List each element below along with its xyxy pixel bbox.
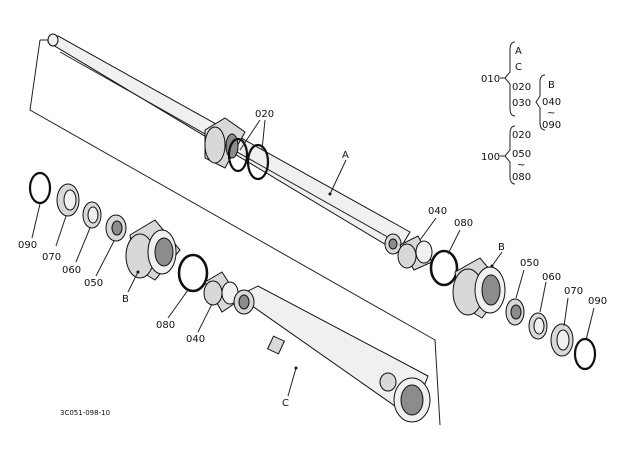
- label-060-left: 060: [62, 265, 81, 276]
- bushing-040-right: [397, 235, 433, 271]
- label-080-right: 080: [454, 218, 473, 229]
- label-060-right: 060: [542, 272, 561, 283]
- cylinder-tube-c: [233, 285, 431, 423]
- gland-b-left: [125, 219, 181, 281]
- kit-tilde-1: ~: [547, 108, 555, 119]
- seal-020-rings: [227, 137, 270, 181]
- label-a-rod: A: [342, 150, 349, 161]
- kit-040: 040: [542, 97, 561, 108]
- leader-lines: [31, 119, 595, 397]
- kit-030: 030: [512, 98, 531, 109]
- label-070-left: 070: [42, 252, 61, 263]
- kit-b: B: [548, 80, 555, 91]
- left-seal-stack: [28, 171, 127, 242]
- kit-tilde-2: ~: [517, 160, 525, 171]
- kit-050: 050: [512, 149, 531, 160]
- kit-010: 010: [481, 74, 500, 85]
- label-b-left: B: [122, 294, 129, 305]
- o-ring-080-left: [177, 253, 209, 293]
- o-ring-080-right: [429, 249, 459, 287]
- kit-c: C: [515, 62, 522, 73]
- label-020-top: 020: [255, 109, 274, 120]
- kit-090a: 090: [542, 120, 561, 131]
- snap-ring-090-right: [573, 337, 597, 371]
- kit-020b: 020: [512, 130, 531, 141]
- figure-code: 3C051-098-10: [60, 409, 110, 417]
- snap-ring-090-left: [28, 171, 52, 205]
- kit-legend: 010 A C 020 030 B 040 ~ 090 100 020 050 …: [481, 41, 561, 185]
- kit-a: A: [515, 46, 522, 57]
- gland-b-right: [452, 257, 506, 319]
- kit-100: 100: [481, 152, 500, 163]
- label-050-left: 050: [84, 278, 103, 289]
- label-040-left: 040: [186, 334, 205, 345]
- label-040-right: 040: [428, 206, 447, 217]
- kit-080: 080: [512, 172, 531, 183]
- part-labels: 020 A 090 070 060 050 B 080 040 C 040 08…: [18, 109, 607, 417]
- label-b-right: B: [498, 242, 505, 253]
- label-c-tube: C: [282, 398, 289, 409]
- label-070-right: 070: [564, 286, 583, 297]
- label-080-left: 080: [156, 320, 175, 331]
- piston-rod-a: [47, 33, 411, 255]
- right-seal-stack: [505, 298, 597, 371]
- kit-020a: 020: [512, 82, 531, 93]
- label-050-right: 050: [520, 258, 539, 269]
- label-090-right: 090: [588, 296, 607, 307]
- label-090-left: 090: [18, 240, 37, 251]
